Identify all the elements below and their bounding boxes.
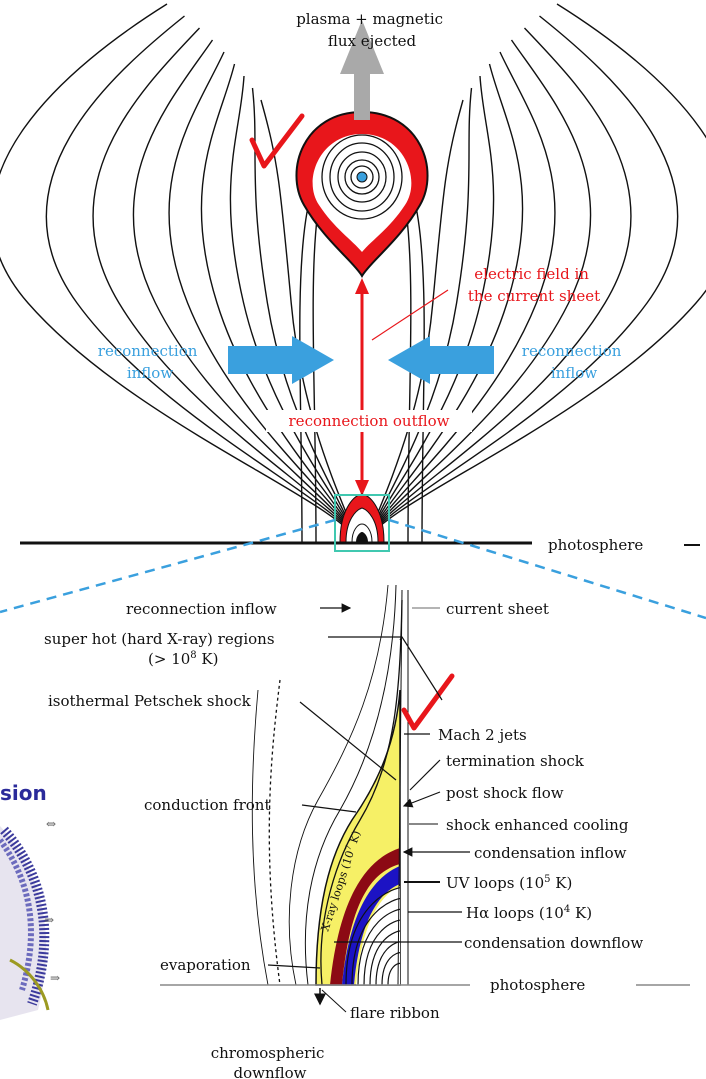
- label-condensation-downflow: condensation downflow: [464, 934, 643, 952]
- field-line: [365, 3, 706, 544]
- label-super-hot: super hot (hard X-ray) regions (> 108 K): [44, 630, 279, 668]
- field-line: [132, 39, 359, 544]
- field-line: [365, 87, 473, 544]
- electric-field-label: electric field in the current sheet: [468, 265, 600, 305]
- label-mach-jets: Mach 2 jets: [438, 726, 527, 744]
- label-uv-loops: UV loops (105 K): [446, 874, 572, 892]
- plasmoid: [295, 110, 429, 279]
- svg-text:⇒: ⇒: [44, 913, 54, 927]
- label-current-sheet: current sheet: [446, 600, 549, 618]
- outflow-label: reconnection outflow: [289, 412, 450, 430]
- inflow-arrow-left: [228, 336, 334, 384]
- flare-loop: [381, 952, 401, 986]
- svg-text:⇒: ⇒: [50, 971, 60, 985]
- field-line: [45, 15, 359, 544]
- ejection-arrow: [340, 20, 384, 120]
- zoom-line-right: [388, 518, 706, 620]
- label-evaporation: evaporation: [160, 956, 251, 974]
- label-shock-cooling: shock enhanced cooling: [446, 816, 629, 834]
- field-line: [92, 27, 359, 544]
- label-petschek: isothermal Petschek shock: [48, 692, 252, 710]
- current-sheet-line: [355, 278, 369, 496]
- label-conduction-front: conduction front: [144, 796, 270, 814]
- label-flare-ribbon: flare ribbon: [350, 1004, 440, 1022]
- label-photosphere-bottom: photosphere: [490, 976, 585, 994]
- partial-slide-image: ⇔ ⇒ ⇒: [0, 817, 60, 1020]
- ejection-label: plasma + magnetic flux ejected: [296, 10, 448, 50]
- zoom-box: [334, 494, 390, 552]
- field-line: [168, 51, 359, 544]
- label-condensation-inflow: condensation inflow: [474, 844, 627, 862]
- field-line: [200, 63, 359, 544]
- field-line: [365, 51, 556, 544]
- partial-slide-text: sion: [0, 781, 47, 805]
- flare-loop: [357, 908, 401, 986]
- inflow-left-label: reconnection inflow: [98, 342, 202, 382]
- electric-field-pointer: [371, 289, 449, 341]
- field-line: [0, 3, 359, 544]
- label-chromospheric: chromospheric downflow: [211, 1044, 330, 1079]
- label-ha-loops: Hα loops (104 K): [466, 904, 592, 922]
- field-line: [365, 63, 524, 544]
- inflow-arrow-right: [388, 336, 494, 384]
- label-termination-shock: termination shock: [446, 752, 585, 770]
- label-post-shock: post shock flow: [446, 784, 564, 802]
- flare-loop: [345, 887, 401, 986]
- magnetic-field-lines: [0, 3, 706, 544]
- checkmark-icon: [249, 113, 305, 169]
- flare-loop: [351, 898, 401, 986]
- flare-loop: [387, 962, 401, 986]
- field-line: [365, 75, 495, 544]
- base-loops: [339, 493, 385, 543]
- svg-text:⇔: ⇔: [46, 817, 56, 831]
- field-line: [365, 39, 592, 544]
- field-line: [365, 27, 632, 544]
- zoom-line-left: [0, 518, 336, 614]
- field-line: [365, 15, 679, 544]
- field-line: [229, 75, 359, 544]
- inflow-right-label: reconnection inflow: [522, 342, 626, 382]
- checkmark-icon-bottom: [401, 673, 455, 731]
- photosphere-label-top: photosphere: [548, 536, 643, 554]
- label-reconnection-inflow: reconnection inflow: [126, 600, 277, 618]
